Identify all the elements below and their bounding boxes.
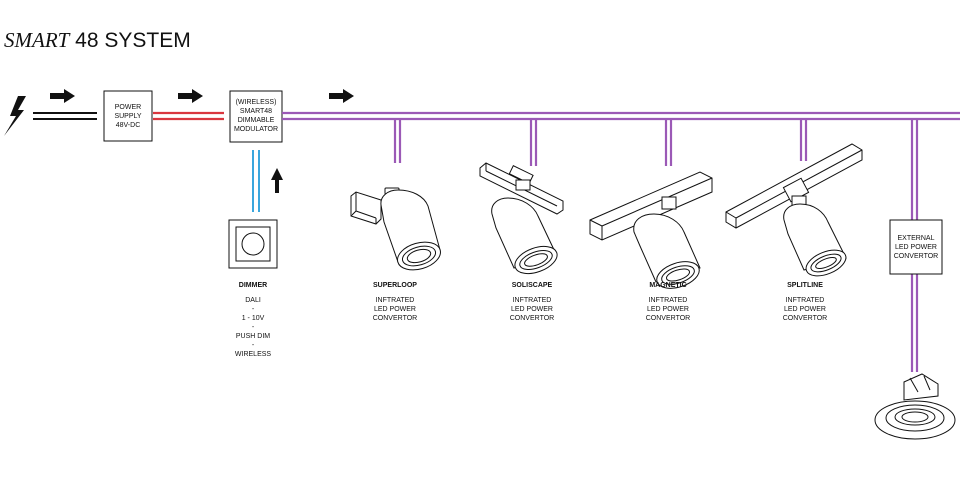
dimmer-title: DIMMER	[238, 282, 268, 289]
fixture-label-soliscape: SOLISCAPE INFTRATED LED POWER CONVERTOR	[509, 282, 555, 322]
control-line	[252, 150, 260, 212]
modulator-box	[229, 90, 283, 143]
external-converter-label: EXTERNAL LED POWER CONVERTOR	[893, 235, 939, 260]
flow-arrow-icon	[50, 89, 75, 103]
title-italic: SMART	[4, 28, 70, 52]
flow-arrow-icon	[178, 89, 203, 103]
fixture-label-magnetic: MAGNETIC INFTRATED LED POWER CONVERTOR	[645, 282, 691, 322]
up-arrow-icon	[271, 168, 283, 193]
power-supply-box	[103, 90, 153, 142]
smart48-bus	[282, 111, 960, 372]
splitline-fixture	[725, 143, 863, 277]
flow-arrow-icon	[329, 89, 354, 103]
fixture-label-splitline: SPLITLINE INFTRATED LED POWER CONVERTOR	[782, 282, 828, 322]
fixture-label-superloop: SUPERLOOP INFTRATED LED POWER CONVERTOR	[372, 282, 418, 322]
dimmer-switch	[228, 219, 278, 269]
power-supply-label: POWER SUPPLY 48V-DC	[114, 104, 142, 129]
modulator-label: (WIRELESS) SMART48 DIMMABLE MODULATOR	[233, 99, 279, 133]
dimmer-label: DIMMER DALI - 1 - 10V - PUSH DIM - WIREL…	[213, 281, 293, 359]
page-title: SMART 48 SYSTEM	[4, 26, 191, 55]
soliscape-fixture	[479, 162, 564, 275]
external-converter-box	[889, 219, 943, 275]
lightning-bolt-icon	[4, 96, 26, 136]
title-rest: 48 SYSTEM	[75, 29, 191, 52]
recessed-downlight	[874, 373, 956, 440]
superloop-fixture	[350, 187, 441, 271]
ac-input-line	[33, 112, 97, 120]
dc-48v-line	[153, 111, 224, 121]
magnetic-fixture	[589, 171, 713, 289]
